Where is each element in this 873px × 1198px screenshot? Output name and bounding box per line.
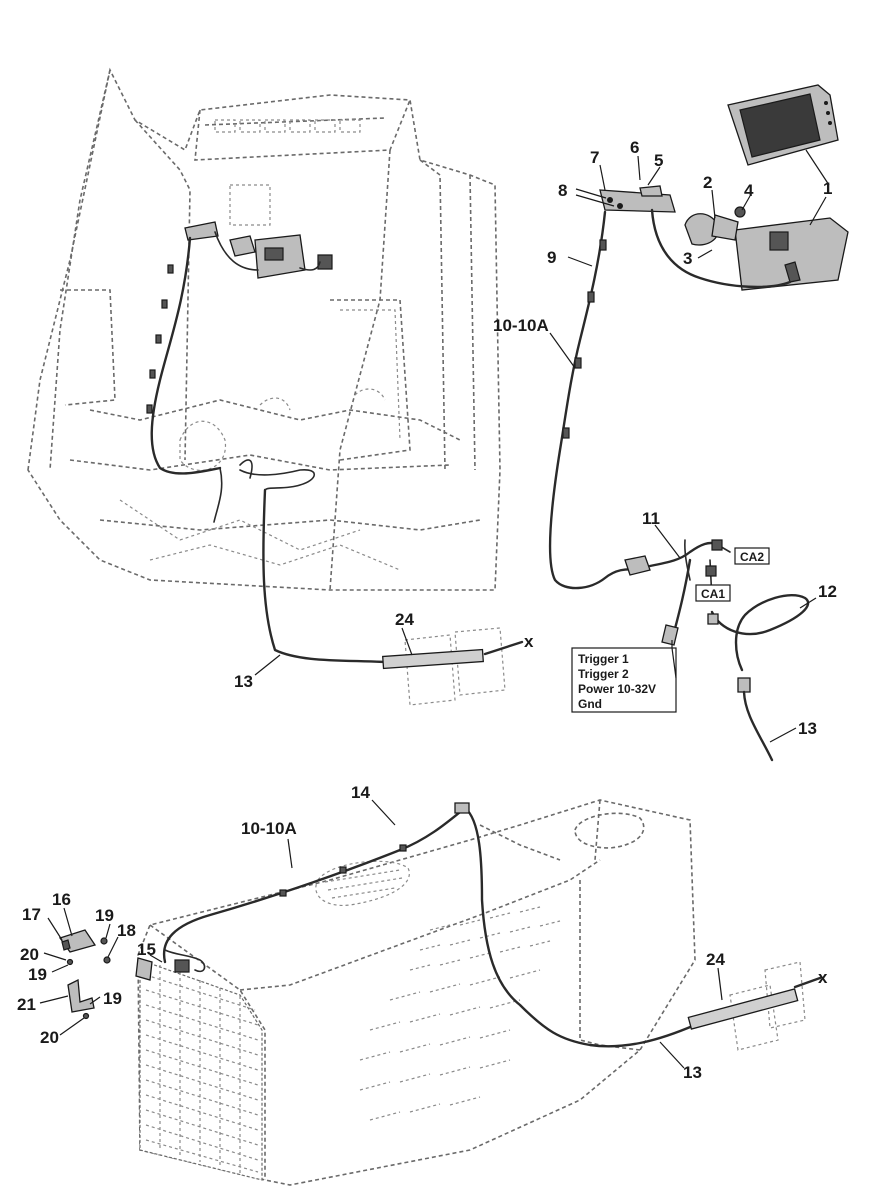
display-harness [548, 208, 792, 590]
connector-label-ca1: CA1 [695, 584, 731, 602]
callout-13-bottom: 13 [683, 1063, 702, 1082]
callout-20-a: 20 [20, 945, 39, 964]
bracket-mount [599, 185, 676, 213]
wiring-note-line2: Trigger 2 [578, 667, 629, 681]
callout-17: 17 [22, 905, 41, 924]
callout-4: 4 [744, 181, 754, 200]
callout-1: 1 [823, 179, 832, 198]
wiring-note-line1: Trigger 1 [578, 652, 629, 666]
radiator-grille [139, 959, 263, 1181]
leader-lines [39, 149, 830, 1069]
wiring-note: Trigger 1 Trigger 2 Power 10-32V Gnd [571, 640, 677, 713]
callouts: 1 2 3 4 5 6 7 8 9 10-10A 11 12 13 13 24 … [17, 138, 837, 1082]
ca1-label: CA1 [701, 587, 725, 601]
mounting-brackets [58, 929, 153, 1020]
callout-8: 8 [558, 181, 567, 200]
wiring-note-line4: Gnd [578, 697, 602, 711]
callout-2: 2 [703, 173, 712, 192]
callout-19-b: 19 [28, 965, 47, 984]
callout-12: 12 [818, 582, 837, 601]
conduit-upper [382, 627, 524, 706]
cab-outline [27, 67, 501, 591]
callout-3: 3 [683, 249, 692, 268]
hood-outline [137, 799, 696, 1186]
callout-5: 5 [654, 151, 663, 170]
display-back [734, 217, 849, 291]
callout-21: 21 [17, 995, 36, 1014]
callout-6: 6 [630, 138, 639, 157]
callout-24-upper: 24 [395, 610, 414, 629]
callout-9: 9 [547, 248, 556, 267]
display-front [727, 84, 839, 166]
callout-10-10a-upper: 10-10A [493, 316, 549, 335]
callout-24-lower: 24 [706, 950, 725, 969]
callout-7: 7 [590, 148, 599, 167]
ca2-label: CA2 [740, 550, 764, 564]
callout-18: 18 [117, 921, 136, 940]
swivel-mount [684, 206, 746, 246]
cab-harness [146, 231, 387, 664]
callout-19-c: 19 [103, 989, 122, 1008]
extension-cable [707, 593, 810, 762]
callout-13-right: 13 [798, 719, 817, 738]
callout-x-lower: x [818, 968, 828, 987]
callout-10-10a-lower: 10-10A [241, 819, 297, 838]
callout-15: 15 [137, 940, 156, 959]
wiring-note-line3: Power 10-32V [578, 682, 656, 696]
hood-harness [162, 802, 697, 1048]
callout-13-cab: 13 [234, 672, 253, 691]
callout-11: 11 [642, 509, 660, 528]
connector-label-ca2: CA2 [734, 547, 770, 565]
cab-monitor-assembly [184, 221, 333, 279]
callout-19-a: 19 [95, 906, 114, 925]
callout-20-b: 20 [40, 1028, 59, 1047]
callout-16: 16 [52, 890, 71, 909]
callout-x-upper: x [524, 632, 534, 651]
conduit-lower [687, 961, 822, 1051]
callout-14: 14 [351, 783, 370, 802]
